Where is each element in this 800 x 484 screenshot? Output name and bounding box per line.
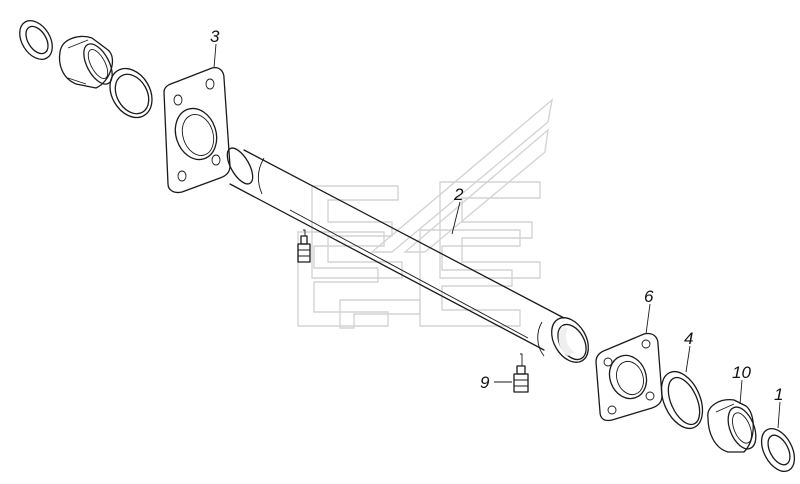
seal-ring-1 bbox=[760, 428, 796, 472]
callout-1: 1 bbox=[774, 385, 783, 404]
callout-9: 9 bbox=[480, 373, 490, 392]
callout-3: 3 bbox=[210, 27, 220, 46]
ring-top bbox=[109, 67, 153, 119]
bushing-10 bbox=[707, 399, 757, 453]
callout-2: 2 bbox=[453, 185, 464, 204]
bushing-top bbox=[58, 35, 113, 89]
flange-plate-6 bbox=[595, 332, 663, 422]
callout-10: 10 bbox=[732, 363, 751, 382]
callout-4: 4 bbox=[684, 329, 693, 348]
callout-6: 6 bbox=[644, 287, 654, 306]
grease-fitting-upper bbox=[297, 229, 311, 263]
grease-fitting-9 bbox=[513, 353, 529, 393]
seal-ring-top bbox=[19, 20, 53, 60]
flange-plate-3 bbox=[163, 66, 231, 194]
ring-4 bbox=[660, 370, 704, 430]
shaft-tube-2 bbox=[226, 147, 589, 363]
leader-lines bbox=[213, 43, 781, 429]
watermark-logo bbox=[297, 98, 554, 329]
